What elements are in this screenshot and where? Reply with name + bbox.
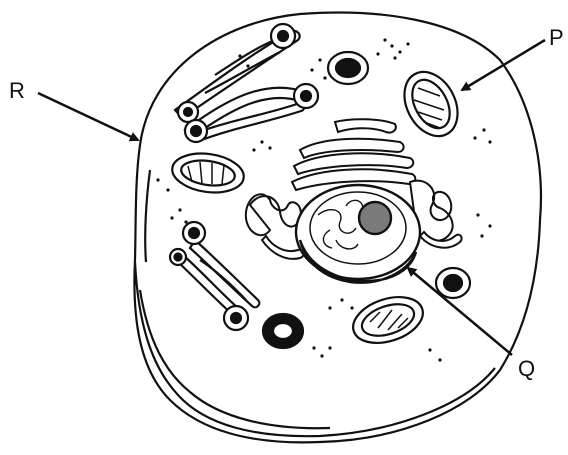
vesicle-top (328, 52, 368, 84)
endoplasmic-reticulum-left (246, 194, 304, 259)
arrow-r (38, 93, 138, 140)
golgi-apparatus (292, 119, 415, 190)
mitochondrion-bottom (347, 289, 428, 351)
label-r: R (9, 80, 25, 102)
vesicle-bottom (263, 314, 303, 348)
organelle-stack-top-left (175, 24, 318, 142)
vesicle-right (436, 268, 470, 298)
mitochondrion-p (394, 63, 468, 146)
nucleus-q (296, 185, 420, 283)
label-p: P (549, 27, 564, 49)
organelle-stack-bottom-left (170, 222, 259, 330)
mitochondrion-left (170, 149, 247, 197)
label-q: Q (518, 358, 535, 380)
arrow-p (462, 40, 545, 90)
